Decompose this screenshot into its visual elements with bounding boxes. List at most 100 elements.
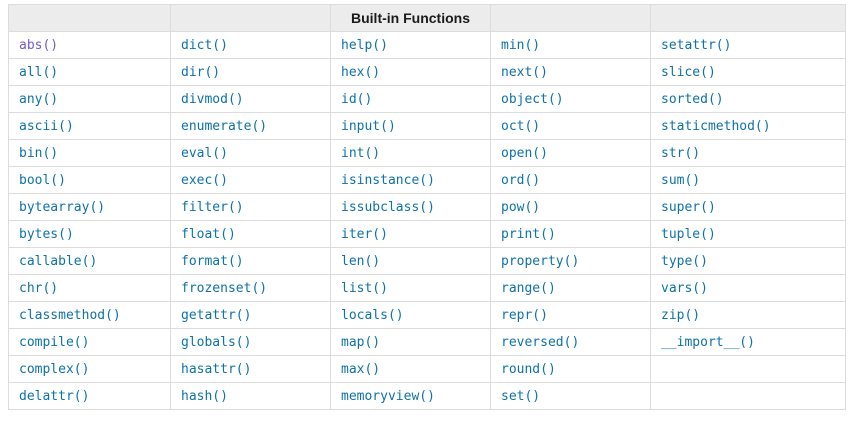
function-link[interactable]: isinstance(): [341, 172, 435, 188]
function-link[interactable]: zip(): [661, 307, 701, 323]
function-link[interactable]: staticmethod(): [661, 118, 771, 134]
table-header: Built-in Functions: [8, 4, 846, 32]
table-cell: hash(): [170, 382, 331, 410]
function-link[interactable]: complex(): [19, 361, 90, 377]
table-cell: ascii(): [8, 112, 171, 140]
function-link[interactable]: map(): [341, 334, 381, 350]
function-link[interactable]: oct(): [501, 118, 541, 134]
table-cell: open(): [490, 139, 651, 167]
function-link[interactable]: all(): [19, 64, 59, 80]
table-cell: min(): [490, 31, 651, 59]
function-link[interactable]: property(): [501, 253, 580, 269]
function-link[interactable]: bytearray(): [19, 199, 106, 215]
function-link[interactable]: len(): [341, 253, 381, 269]
function-link[interactable]: getattr(): [181, 307, 252, 323]
table-cell: delattr(): [8, 382, 171, 410]
function-link[interactable]: filter(): [181, 199, 244, 215]
function-link[interactable]: set(): [501, 388, 541, 404]
function-link[interactable]: bool(): [19, 172, 66, 188]
function-link[interactable]: enumerate(): [181, 118, 268, 134]
function-link[interactable]: compile(): [19, 334, 90, 350]
function-link[interactable]: frozenset(): [181, 280, 268, 296]
table-cell: globals(): [170, 328, 331, 356]
function-link[interactable]: ord(): [501, 172, 541, 188]
table-cell: range(): [490, 274, 651, 302]
function-link[interactable]: round(): [501, 361, 556, 377]
function-link[interactable]: open(): [501, 145, 548, 161]
function-link[interactable]: hash(): [181, 388, 228, 404]
function-link[interactable]: object(): [501, 91, 564, 107]
function-link[interactable]: eval(): [181, 145, 228, 161]
function-link[interactable]: id(): [341, 91, 373, 107]
function-link[interactable]: repr(): [501, 307, 548, 323]
table-cell: sorted(): [650, 85, 846, 113]
function-link[interactable]: list(): [341, 280, 388, 296]
function-link[interactable]: __import__(): [661, 334, 755, 350]
function-link[interactable]: globals(): [181, 334, 252, 350]
function-link[interactable]: pow(): [501, 199, 541, 215]
table-cell: ord(): [490, 166, 651, 194]
table-cell: super(): [650, 193, 846, 221]
function-link[interactable]: next(): [501, 64, 548, 80]
function-link[interactable]: memoryview(): [341, 388, 435, 404]
function-link[interactable]: divmod(): [181, 91, 244, 107]
function-link[interactable]: print(): [501, 226, 556, 242]
function-link[interactable]: dict(): [181, 37, 228, 53]
function-link[interactable]: hasattr(): [181, 361, 252, 377]
function-link[interactable]: setattr(): [661, 37, 732, 53]
table-title: Built-in Functions: [330, 4, 491, 32]
function-link[interactable]: str(): [661, 145, 701, 161]
function-link[interactable]: callable(): [19, 253, 98, 269]
function-link[interactable]: vars(): [661, 280, 708, 296]
function-link[interactable]: ascii(): [19, 118, 74, 134]
builtin-functions-table: Built-in Functions abs() dict() help() min(…: [8, 4, 846, 410]
function-link[interactable]: max(): [341, 361, 381, 377]
table-cell: [650, 382, 846, 410]
table-cell: abs(): [8, 31, 171, 59]
function-link[interactable]: int(): [341, 145, 381, 161]
function-link[interactable]: sum(): [661, 172, 701, 188]
function-link[interactable]: issubclass(): [341, 199, 435, 215]
function-link[interactable]: format(): [181, 253, 244, 269]
table-cell: dict(): [170, 31, 331, 59]
header-cell-empty-4: [650, 4, 846, 32]
table-row: compile() globals() map() reversed() __impor…: [8, 328, 846, 356]
function-link[interactable]: iter(): [341, 226, 388, 242]
table-cell: id(): [330, 85, 491, 113]
function-link[interactable]: range(): [501, 280, 556, 296]
function-link[interactable]: bytes(): [19, 226, 74, 242]
table-cell: memoryview(): [330, 382, 491, 410]
function-link[interactable]: locals(): [341, 307, 404, 323]
function-link[interactable]: bin(): [19, 145, 59, 161]
table-cell: int(): [330, 139, 491, 167]
function-link[interactable]: abs(): [19, 37, 59, 53]
function-link[interactable]: input(): [341, 118, 396, 134]
table-cell: bin(): [8, 139, 171, 167]
function-link[interactable]: tuple(): [661, 226, 716, 242]
table-cell: all(): [8, 58, 171, 86]
table-cell: print(): [490, 220, 651, 248]
function-link[interactable]: type(): [661, 253, 708, 269]
table-cell: reversed(): [490, 328, 651, 356]
function-link[interactable]: exec(): [181, 172, 228, 188]
function-link[interactable]: float(): [181, 226, 236, 242]
function-link[interactable]: hex(): [341, 64, 381, 80]
function-link[interactable]: slice(): [661, 64, 716, 80]
function-link[interactable]: dir(): [181, 64, 221, 80]
function-link[interactable]: classmethod(): [19, 307, 121, 323]
function-link[interactable]: delattr(): [19, 388, 90, 404]
function-link[interactable]: min(): [501, 37, 541, 53]
function-link[interactable]: any(): [19, 91, 59, 107]
function-link[interactable]: super(): [661, 199, 716, 215]
table-cell: [650, 355, 846, 383]
function-link[interactable]: help(): [341, 37, 388, 53]
table-body: abs() dict() help() min() setattr() all() dir(…: [8, 31, 846, 410]
table-row: delattr() hash() memoryview() set(): [8, 382, 846, 410]
function-link[interactable]: reversed(): [501, 334, 580, 350]
table-cell: frozenset(): [170, 274, 331, 302]
function-link[interactable]: sorted(): [661, 91, 724, 107]
function-link[interactable]: chr(): [19, 280, 59, 296]
table-cell: map(): [330, 328, 491, 356]
table-cell: chr(): [8, 274, 171, 302]
table-cell: repr(): [490, 301, 651, 329]
